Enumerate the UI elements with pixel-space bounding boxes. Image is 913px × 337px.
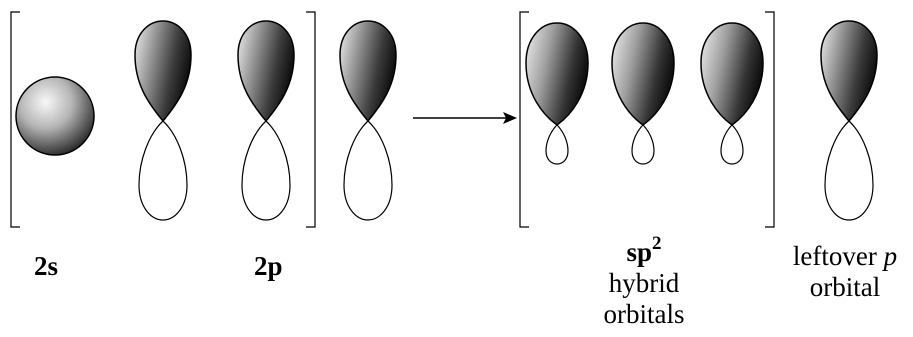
- s-orbital-sphere: [15, 76, 95, 156]
- p-orbital-2: [237, 20, 295, 221]
- sp2-hybrid-orbital-3: [700, 22, 764, 165]
- leftover-p-orbital: [820, 20, 878, 221]
- sp2-hybrid-2-small-lobe: [631, 124, 655, 165]
- p-orbital-1-open-lobe: [138, 120, 188, 221]
- sp2-hybrid-orbital-2: [611, 22, 675, 165]
- p-orbital-3-open-lobe: [343, 120, 393, 221]
- hybridization-arrow: [413, 112, 517, 124]
- leftover-p-open-lobe: [824, 120, 874, 221]
- sp2-hybrid-1-small-lobe: [545, 124, 569, 165]
- label-orbitals-word: orbitals: [603, 299, 685, 329]
- left-group-open-bracket: [10, 11, 20, 228]
- sp2-hybrid-2-large-lobe: [611, 22, 675, 126]
- leftover-p-shaded-lobe: [820, 20, 878, 123]
- label-sp2-hybrid: sp2 hybrid orbitals: [598, 232, 690, 328]
- p-orbital-1: [134, 20, 192, 221]
- hybrid-group-open-bracket: [519, 11, 529, 228]
- label-sp2-main: sp: [626, 237, 653, 267]
- hybrid-group-close-bracket: [765, 11, 775, 228]
- p-orbital-2-open-lobe: [241, 120, 291, 221]
- p-orbital-2-shaded-lobe: [237, 20, 295, 123]
- label-leftover-line1: leftover p: [777, 242, 913, 270]
- sp2-hybrid-3-large-lobe: [700, 22, 764, 126]
- p-orbital-3: [339, 20, 397, 221]
- label-sp2-superscript: 2: [652, 233, 662, 254]
- label-leftover-p: leftover p orbital: [777, 242, 913, 301]
- sp2-hybrid-1-large-lobe: [525, 22, 589, 126]
- label-leftover-word: leftover: [792, 241, 884, 271]
- left-group-close-bracket: [306, 11, 316, 228]
- sp2-hybrid-orbital-1: [525, 22, 589, 165]
- label-2p: 2p: [254, 251, 283, 281]
- p-orbital-1-shaded-lobe: [134, 20, 192, 123]
- label-2s: 2s: [34, 251, 59, 281]
- label-leftover-orbital-word: orbital: [809, 272, 881, 302]
- label-hybrid-word: hybrid: [608, 268, 680, 298]
- sp2-hybrid-3-small-lobe: [720, 124, 744, 165]
- p-orbital-3-shaded-lobe: [339, 20, 397, 123]
- label-sp2: sp2: [598, 232, 690, 266]
- label-leftover-p-italic: p: [883, 241, 898, 271]
